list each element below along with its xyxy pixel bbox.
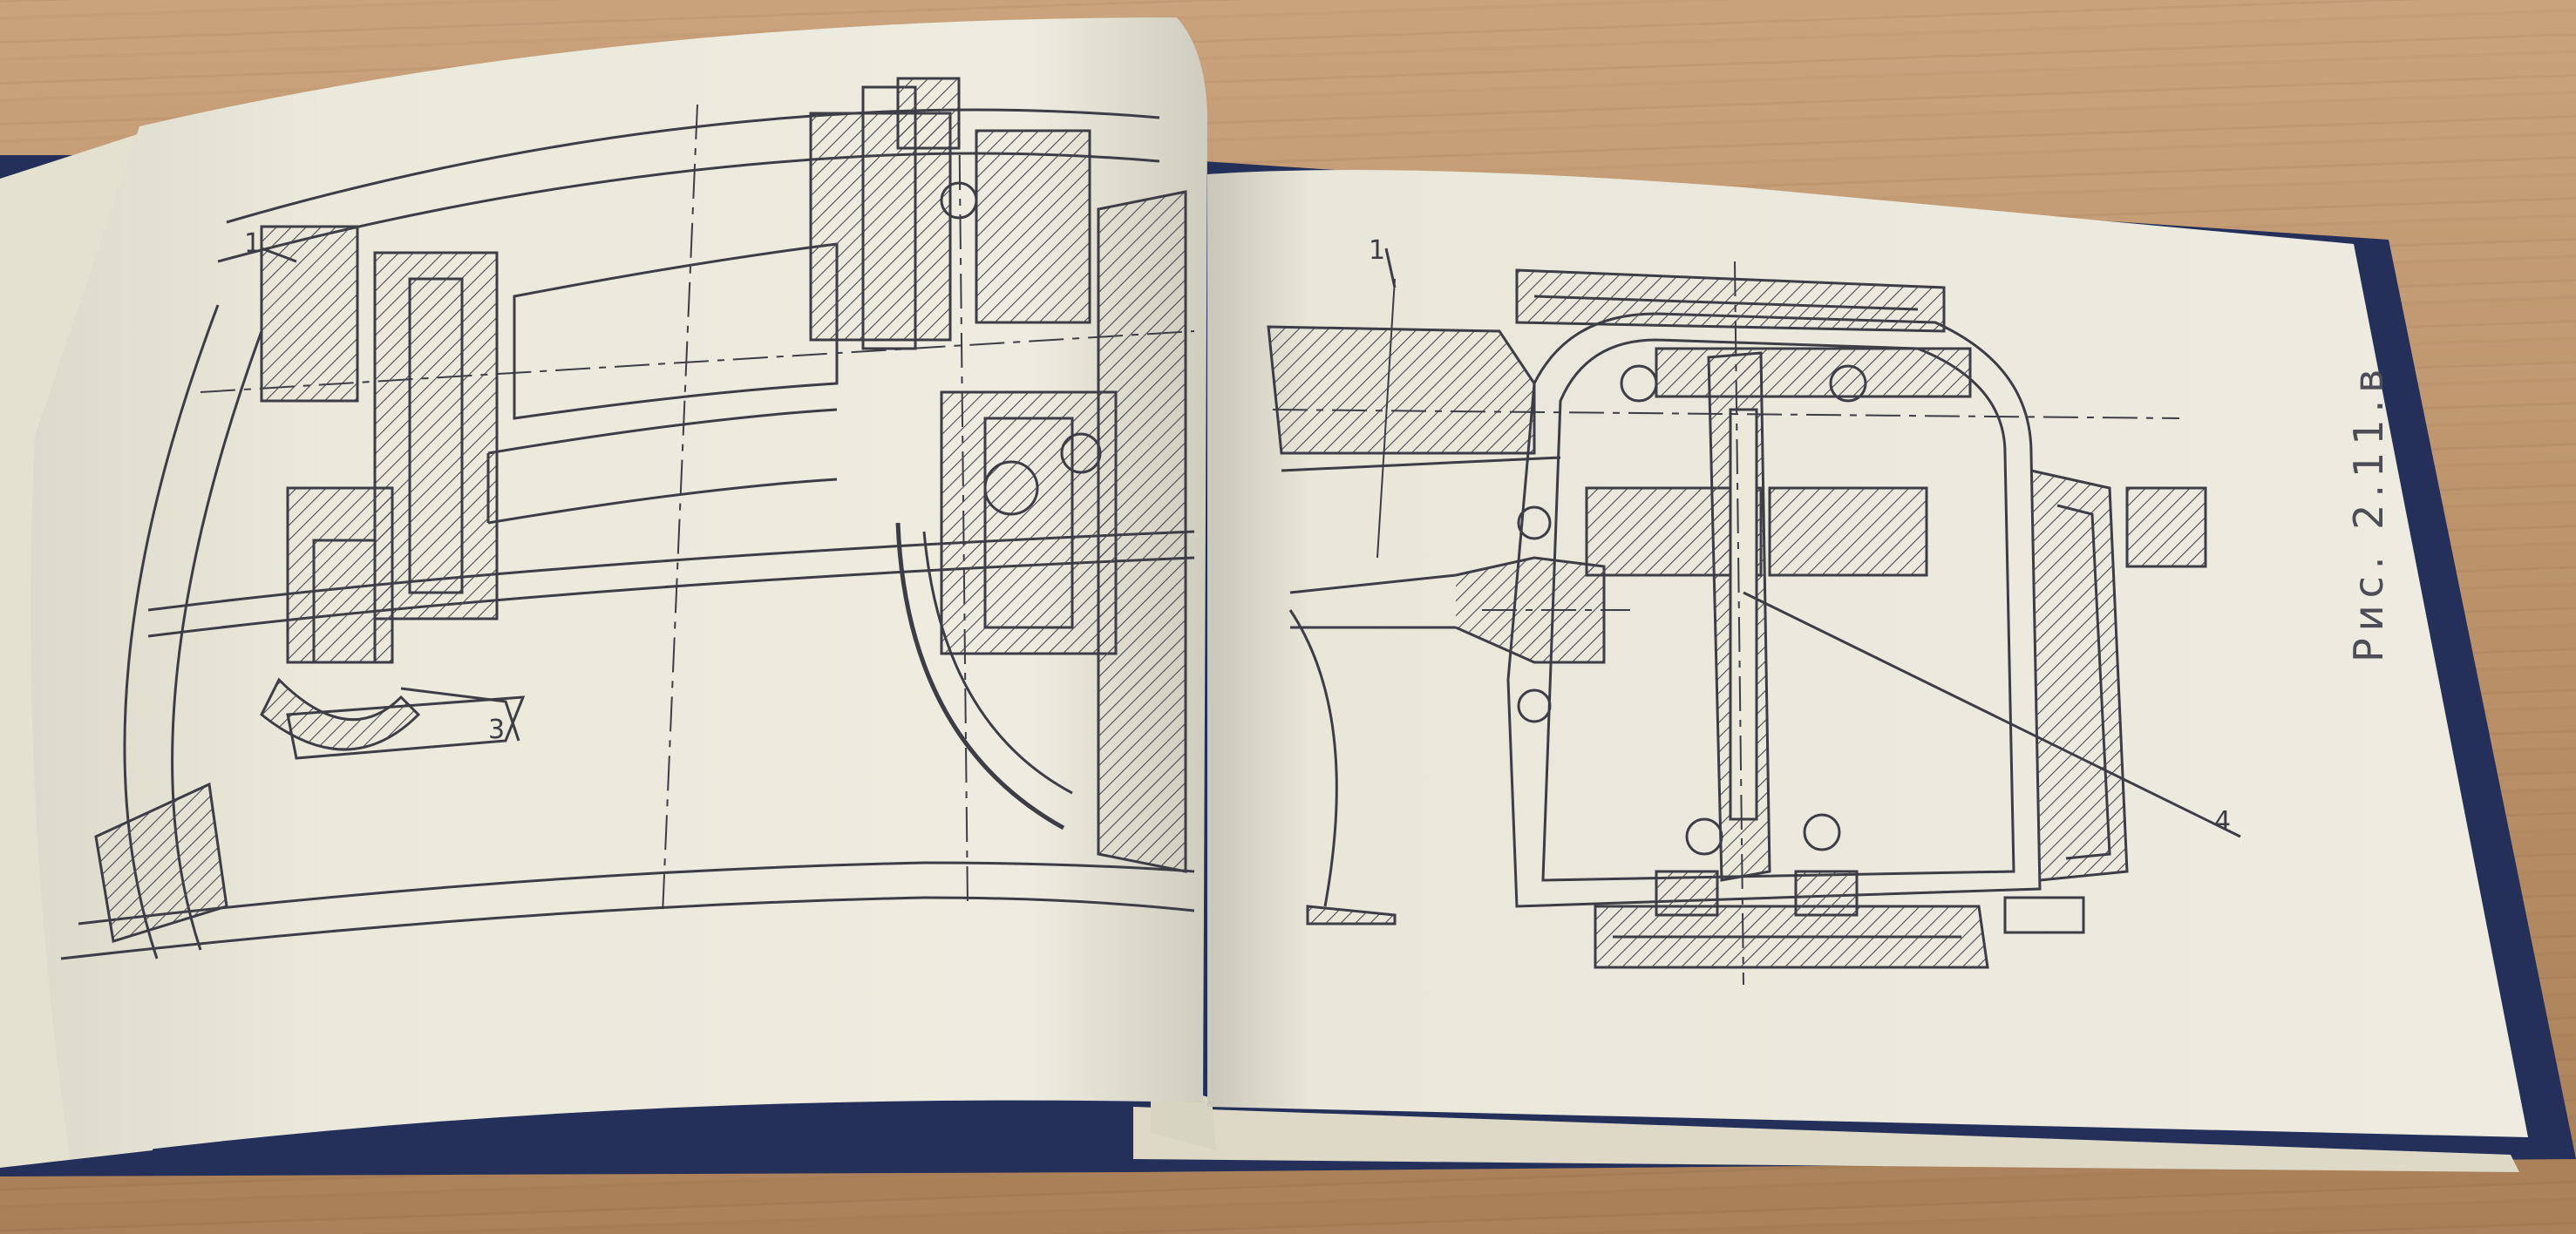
callout-label: 1 <box>244 228 262 259</box>
callout-label: 1 <box>1369 235 1386 266</box>
callout-label: 4 <box>2214 806 2232 837</box>
left-technical-drawing <box>60 77 1195 960</box>
right-technical-drawing <box>1267 247 2241 986</box>
callout-label: 3 <box>488 715 506 745</box>
figure-caption: Рис. 2.11.в <box>2345 362 2392 662</box>
